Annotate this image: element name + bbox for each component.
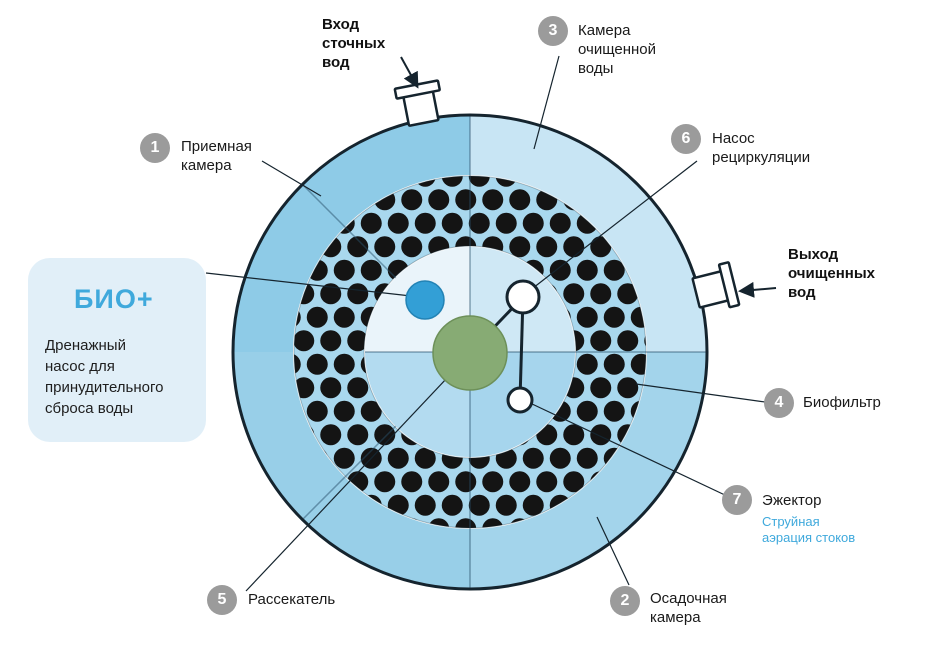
leader-diffuser — [245, 359, 465, 592]
callout-badge-1: 1 — [140, 133, 170, 163]
receiving-chamber-sector — [233, 115, 470, 352]
inlet-pipe — [393, 79, 441, 127]
bio-plus-description: Дренажный насос для принудительного сбро… — [45, 337, 164, 417]
leader-receiving-chamber — [261, 160, 322, 197]
leader-biofilter — [635, 383, 766, 403]
drainage-pump-circle — [405, 280, 445, 320]
callout-badge-5: 5 — [207, 585, 237, 615]
inlet-arrow — [400, 56, 419, 89]
ejector-circle — [506, 386, 534, 414]
label-receiving-chamber: Приемная камера — [181, 138, 252, 174]
callout-badge-3: 3 — [538, 16, 568, 46]
brand-bio-plus: БИО+ — [74, 284, 154, 314]
callout-badge-6: 6 — [671, 124, 701, 154]
diffuser-circle — [432, 315, 508, 391]
label-ejector: Эжектор — [762, 492, 822, 509]
recirculation-pump-circle — [505, 279, 541, 315]
sedimentation-chamber-sector — [470, 352, 707, 589]
label-clean-water-chamber: Камера очищенной воды — [578, 22, 657, 77]
label-recirculation-pump: Насос рециркуляции — [712, 130, 811, 166]
chamber-wall-upper-left — [301, 183, 397, 279]
outlet-arrow — [738, 281, 777, 298]
tank-outline — [231, 113, 709, 591]
callout-badge-4: 4 — [764, 388, 794, 418]
label-ejector-sub: Струйная аэрация стоков — [762, 514, 856, 546]
clean-water-chamber-sector — [470, 115, 707, 352]
leader-sedimentation-chamber — [596, 516, 630, 586]
leader-clean-water-chamber — [533, 55, 560, 150]
label-biofilter: Биофильтр — [803, 394, 881, 411]
callout-badge-7: 7 — [722, 485, 752, 515]
leader-ejector — [529, 402, 728, 497]
callout-badge-2: 2 — [610, 586, 640, 616]
outer-chamber-sector-bl — [233, 352, 470, 589]
leader-drainage-pump — [205, 272, 421, 298]
outlet-pipe — [691, 261, 741, 309]
leader-recirculation-pump — [532, 160, 698, 289]
label-diffuser: Рассекатель — [248, 591, 336, 608]
outlet-label: Выход очищенных вод — [788, 246, 875, 301]
bio-plus-card: БИО+ Дренажный насос для принудительного… — [28, 258, 206, 442]
label-sedimentation-chamber: Осадочная камера — [650, 590, 727, 626]
inlet-label: Вход сточных вод — [322, 16, 386, 71]
chamber-wall-lower-left — [301, 425, 397, 521]
